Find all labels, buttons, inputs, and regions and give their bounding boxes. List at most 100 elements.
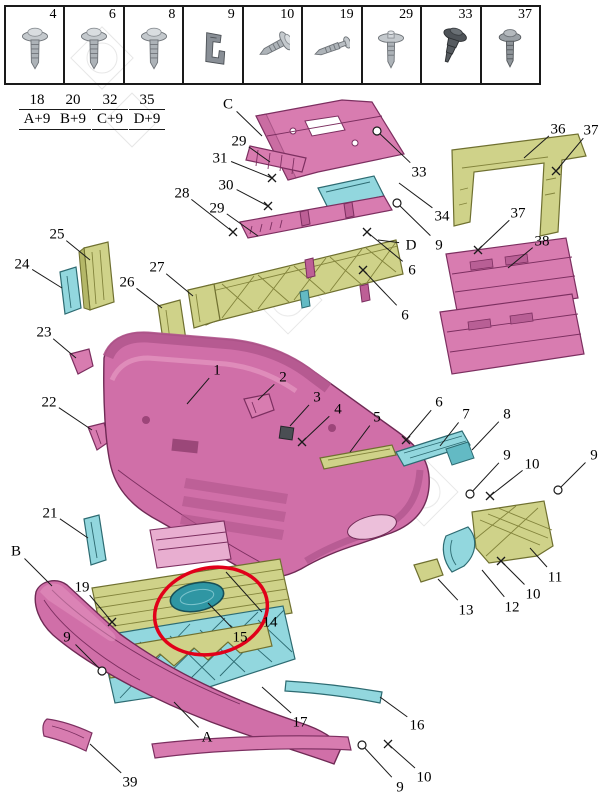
- screw-marker: [228, 227, 238, 237]
- leader-line: [261, 686, 292, 714]
- legend-box: 6: [63, 5, 125, 85]
- callout-1: 1: [213, 363, 221, 379]
- leader-line: [489, 470, 523, 497]
- callout-B: B: [11, 544, 21, 560]
- leader-line: [529, 547, 548, 568]
- washer-screw-icon: [373, 19, 409, 77]
- part-radiator-panel-lower: [439, 293, 585, 375]
- callout-25: 25: [50, 227, 65, 243]
- callout-37: 37: [511, 206, 527, 222]
- leader-line: [75, 644, 103, 672]
- part-upper-cover: [255, 99, 405, 181]
- dark-screw-icon: [492, 19, 528, 77]
- part-rail-7: [395, 430, 471, 467]
- legend-number: 6: [108, 7, 116, 22]
- leader-line: [225, 571, 263, 613]
- leader-line: [191, 199, 234, 233]
- part-strip-16: [284, 680, 383, 704]
- callout-19: 19: [75, 580, 90, 596]
- leader-line: [230, 161, 273, 179]
- callout-26: 26: [120, 275, 136, 291]
- leader-line: [52, 338, 77, 359]
- callout-10: 10: [526, 587, 541, 603]
- leader-line: [405, 409, 432, 441]
- leader-line: [165, 273, 194, 297]
- callout-27: 27: [150, 260, 166, 276]
- clip-marker: [465, 489, 475, 499]
- callout-15: 15: [233, 630, 248, 646]
- callout-11: 11: [548, 570, 562, 586]
- pin-icon: [314, 19, 350, 77]
- leader-line: [186, 377, 210, 405]
- callout-5: 5: [373, 410, 381, 426]
- part-bracket-25: [78, 241, 115, 311]
- leader-line: [89, 594, 113, 623]
- callout-28: 28: [175, 186, 190, 202]
- legend-number: 10: [280, 7, 295, 22]
- callout-38: 38: [535, 234, 550, 250]
- part-pad-39: [42, 718, 93, 752]
- leader-line: [236, 189, 269, 207]
- part-clip-top-c: [299, 289, 311, 309]
- callout-C: C: [223, 97, 233, 113]
- leader-line: [379, 696, 408, 718]
- part-bumper-main: [102, 331, 430, 579]
- leader-line: [136, 287, 163, 309]
- screw-marker: [267, 173, 277, 183]
- part-clip-top-b: [359, 283, 371, 303]
- part-bracket-2: [243, 393, 275, 419]
- callout-16: 16: [410, 718, 426, 734]
- screw-marker: [401, 435, 411, 445]
- legend-number: 19: [339, 7, 354, 22]
- callout-36: 36: [551, 122, 567, 138]
- leader-line: [24, 558, 53, 587]
- callout-39: 39: [123, 775, 138, 791]
- part-plug-3: [278, 425, 295, 441]
- legend-box: 4: [4, 5, 66, 85]
- clip-marker: [392, 198, 402, 208]
- leader-line: [361, 744, 393, 778]
- callout-D: D: [406, 238, 417, 254]
- leader-line: [58, 407, 93, 431]
- part-air-guide: [451, 133, 587, 237]
- callout-A: A: [202, 730, 213, 746]
- callout-8: 8: [503, 407, 511, 423]
- combo-top-label: 18: [19, 91, 55, 110]
- callout-6: 6: [408, 263, 416, 279]
- flange-screw-icon: [76, 19, 112, 77]
- callout-29: 29: [210, 201, 225, 217]
- part-valance-strip: [151, 735, 352, 759]
- legend-number: 8: [168, 7, 176, 22]
- part-bracket-8: [445, 441, 475, 466]
- combo-bottom-label: A+9: [19, 110, 55, 130]
- leader-line: [226, 213, 259, 237]
- screw-marker: [362, 227, 372, 237]
- callout-37: 37: [584, 123, 600, 139]
- legend-box: 37: [479, 5, 541, 85]
- legend-box: 8: [122, 5, 185, 85]
- clip-marker: [97, 666, 107, 676]
- part-lower-lip: [34, 580, 342, 765]
- callout-2: 2: [279, 370, 287, 386]
- leader-line: [439, 422, 459, 447]
- marker-layer: [97, 126, 563, 750]
- legend-number: 4: [49, 7, 57, 22]
- part-retainer-bar: [239, 195, 393, 239]
- leader-line: [65, 240, 91, 261]
- screw-marker: [297, 437, 307, 447]
- screw-marker: [485, 491, 495, 501]
- leader-line: [387, 743, 416, 769]
- part-plate-14: [149, 520, 232, 569]
- combo-bottom-label: C+9: [92, 110, 128, 130]
- part-strip-21: [83, 514, 107, 566]
- callout-9: 9: [63, 630, 71, 646]
- part-radiator-panel-upper: [445, 237, 579, 317]
- callout-3: 3: [313, 390, 321, 406]
- clip-icon: [195, 19, 231, 77]
- leader-line: [31, 268, 63, 289]
- leader-line: [376, 130, 411, 164]
- callout-4: 4: [334, 402, 342, 418]
- part-impact-bar: [198, 239, 404, 326]
